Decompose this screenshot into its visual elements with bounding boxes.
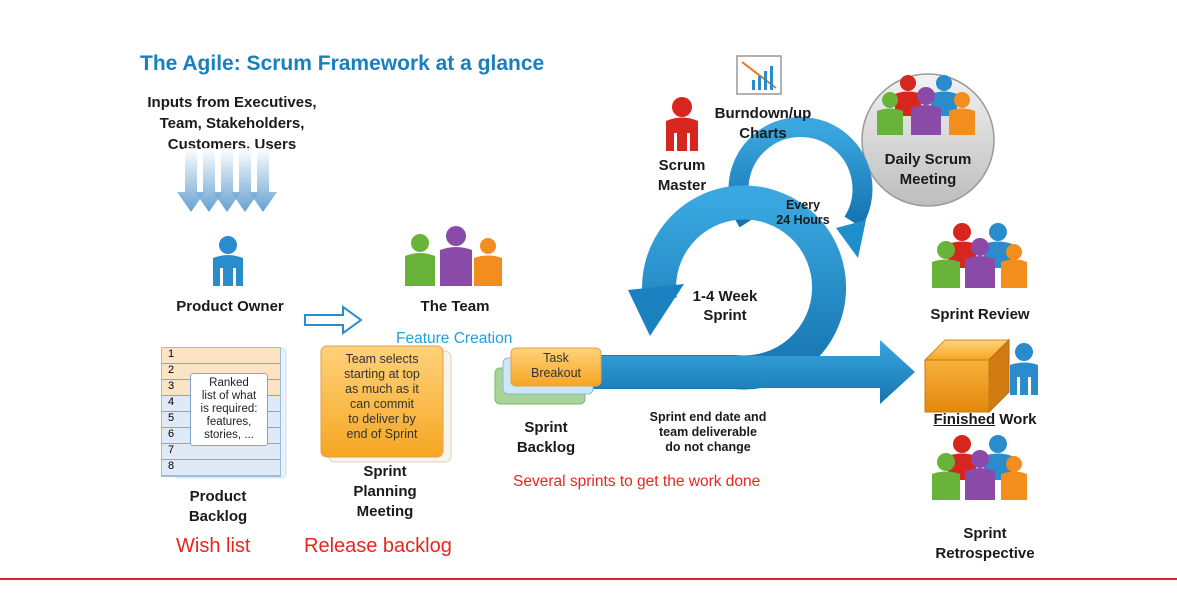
sprint-review-label: Sprint Review (930, 306, 1030, 323)
backlog-note-line: is required: (200, 403, 258, 415)
several-sprints-annotation: Several sprints to get the work done (513, 473, 761, 490)
every-24-line: Every (785, 198, 821, 212)
team-people-icon (405, 226, 502, 286)
sprint-cycle-line: Sprint (703, 307, 747, 324)
backlog-note-line: list of what (201, 390, 257, 402)
sprint-end-line: Sprint end date and (649, 410, 767, 424)
sprint-planning-line: Planning (353, 483, 417, 500)
sprint-planning-line: Sprint (363, 463, 407, 480)
the-team-label: The Team (420, 298, 490, 315)
feature-creation-label: Feature Creation (396, 330, 513, 347)
burndown-label: Burndown/up Charts (708, 104, 818, 144)
scrum-master-line: Master (657, 177, 707, 194)
diagram-title: The Agile: Scrum Framework at a glance (140, 52, 545, 75)
wish-list-annotation: Wish list (176, 535, 251, 557)
product-owner-person-icon (213, 236, 243, 286)
sprint-planning-note (320, 345, 452, 463)
daily-scrum-line: Meeting (899, 171, 957, 188)
bottom-divider (0, 578, 1177, 580)
scrum-master-label: Scrum Master (640, 156, 724, 196)
sprint-end-note: Sprint end date and team deliverable do … (628, 410, 788, 455)
sprint-planning-line: Meeting (356, 503, 414, 520)
sprint-review-people-icon (932, 223, 1027, 288)
burndown-line: Charts (739, 125, 787, 142)
backlog-row: 1 (162, 348, 280, 364)
scrum-master-line: Scrum (658, 157, 706, 174)
hollow-arrow-icon (304, 305, 363, 335)
backlog-note-line: stories, ... (204, 429, 254, 441)
finished-work-box-icon (923, 338, 1011, 414)
backlog-note-line: features, (206, 416, 252, 428)
sprint-retrospective-line: Sprint (963, 525, 1007, 542)
task-breakout-line: Breakout (530, 366, 582, 380)
planning-note-line: can commit (350, 397, 414, 411)
planning-note-line: Team selects (345, 352, 419, 366)
every-24-hours-label: Every 24 Hours (767, 198, 839, 228)
sprint-backlog-label: Sprint Backlog (506, 418, 586, 458)
finished-work-person-icon (1010, 343, 1038, 395)
sprint-backlog-stack (494, 347, 602, 405)
work-word: Work (995, 411, 1037, 428)
sprint-planning-note-text: Team selects starting at top as much as … (321, 352, 443, 442)
sprint-cycle-label: 1-4 Week Sprint (675, 287, 775, 325)
sprint-end-line: team deliverable (659, 425, 757, 439)
task-breakout-text: Task Breakout (511, 351, 601, 381)
daily-scrum-line: Daily Scrum (884, 151, 972, 168)
task-breakout-line: Task (543, 351, 569, 365)
planning-note-line: end of Sprint (346, 427, 418, 441)
daily-loop-arrow (728, 117, 873, 258)
scrum-master-person-icon (666, 97, 698, 151)
product-backlog-line: Product (189, 488, 247, 505)
backlog-note-line: Ranked (209, 377, 249, 389)
inputs-line-2: Team, Stakeholders, (159, 115, 305, 132)
sprint-retrospective-label: Sprint Retrospective (910, 524, 1060, 564)
backlog-note: Ranked list of what is required: feature… (190, 373, 268, 446)
planning-note-line: starting at top (344, 367, 420, 381)
product-backlog-label: Product Backlog (163, 487, 273, 527)
planning-note-line: as much as it (345, 382, 419, 396)
finished-word: Finished (933, 411, 996, 428)
sprint-backlog-line: Backlog (516, 439, 576, 456)
input-arrows (177, 148, 277, 212)
finished-work-label: Finished Work (910, 410, 1060, 430)
planning-note-line: to deliver by (348, 412, 416, 426)
sprint-cycle-line: 1-4 Week (692, 288, 758, 305)
sprint-retrospective-line: Retrospective (935, 545, 1035, 562)
daily-scrum-label: Daily Scrum Meeting (868, 150, 988, 190)
burndown-chart-icon (736, 55, 782, 95)
backlog-row: 8 (162, 460, 280, 475)
product-owner-label: Product Owner (176, 298, 284, 315)
burndown-line: Burndown/up (714, 105, 812, 122)
release-backlog-annotation: Release backlog (304, 535, 452, 557)
product-backlog-line: Backlog (188, 508, 248, 525)
sprint-end-line: do not change (665, 440, 751, 454)
sprint-retrospective-people-icon (932, 435, 1027, 500)
daily-scrum-people-icon (877, 75, 975, 135)
sprint-planning-label: Sprint Planning Meeting (335, 462, 435, 522)
sprint-loop-arrow (560, 185, 915, 404)
inputs-line-1: Inputs from Executives, (147, 94, 317, 111)
backlog-row: 7 (162, 444, 280, 460)
sprint-backlog-line: Sprint (524, 419, 568, 436)
every-24-line: 24 Hours (776, 213, 830, 227)
